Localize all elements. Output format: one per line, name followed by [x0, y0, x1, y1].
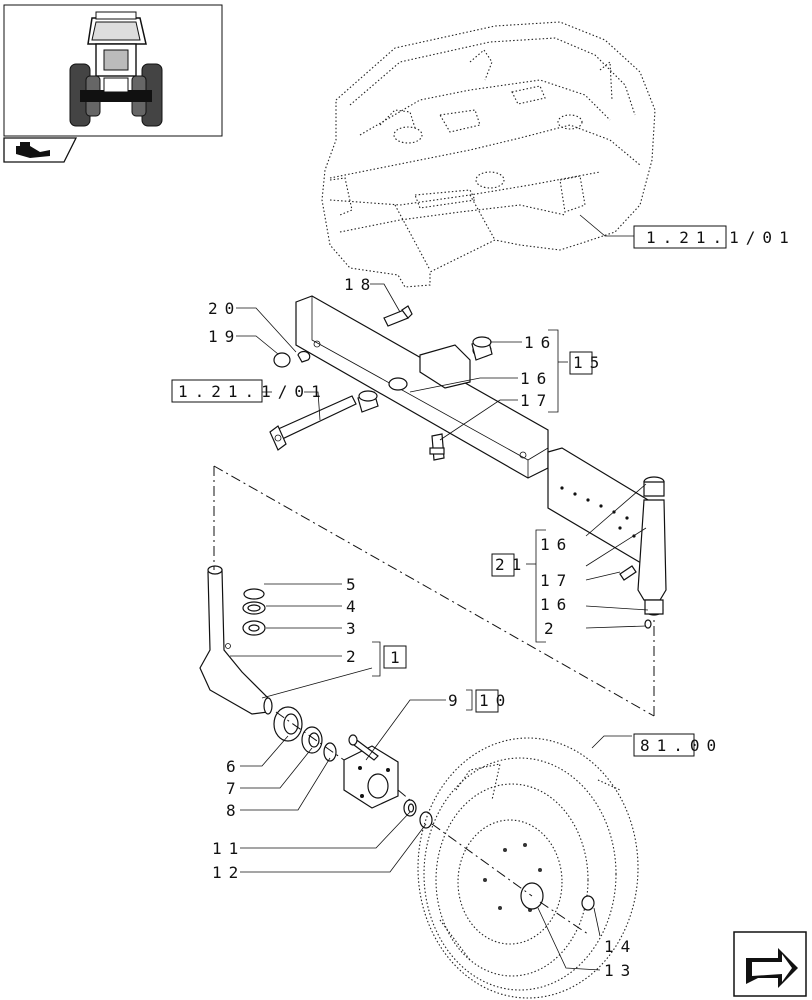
- grease-nipple-17-a[interactable]: [429, 433, 445, 461]
- wheel-bolt-9[interactable]: [348, 734, 379, 761]
- assembly-centerlines: [213, 465, 655, 935]
- callout-7: 7: [226, 779, 243, 798]
- group-10-label: 10: [479, 691, 512, 710]
- front-wheel: [417, 737, 639, 999]
- callout-14: 14: [604, 937, 637, 956]
- callout-20: 20: [208, 299, 241, 318]
- group-1-label: 1: [390, 648, 407, 667]
- bushing-16-b[interactable]: [357, 390, 379, 413]
- callout-19: 19: [208, 327, 241, 346]
- leader-lines: [230, 283, 649, 971]
- callout-2-a: 2: [544, 619, 561, 638]
- callout-2-b: 2: [346, 647, 363, 666]
- front-support-frame: [321, 21, 656, 288]
- bearing-11[interactable]: [403, 799, 417, 817]
- valve-14[interactable]: [581, 895, 595, 911]
- callout-9: 9: [448, 691, 465, 710]
- callout-17-b: 17: [540, 571, 573, 590]
- group-10-box[interactable]: 10: [475, 689, 512, 713]
- callout-11: 11: [212, 839, 245, 858]
- axle-pivot-pin[interactable]: [269, 395, 357, 451]
- tractor-thumbnail[interactable]: [3, 4, 223, 137]
- callout-12: 12: [212, 863, 245, 882]
- callout-16-c: 16: [540, 535, 573, 554]
- bearing-7[interactable]: [301, 726, 323, 754]
- frame-ref-box[interactable]: 1.21.1/01: [633, 225, 796, 249]
- wheel-ref-label: 81.00: [640, 736, 723, 755]
- callout-16-a: 16: [524, 333, 557, 352]
- group-1-box[interactable]: 1: [383, 645, 407, 669]
- callout-17-a: 17: [520, 391, 553, 410]
- axle-pin-ref-label: 1.21.1/01: [178, 382, 328, 401]
- callout-3: 3: [346, 619, 363, 638]
- wheel-hub[interactable]: [343, 745, 399, 809]
- section-tab-icon: [16, 142, 50, 158]
- circlip-20[interactable]: [297, 350, 311, 363]
- callout-labels: 18 20 19 16 16 17 16 17 16 2 5 4 3 2 9 6…: [208, 275, 637, 980]
- callout-8: 8: [226, 801, 243, 820]
- bushing-16-a[interactable]: [471, 336, 493, 361]
- callout-6: 6: [226, 757, 243, 776]
- grease-nipple-17-b[interactable]: [619, 565, 637, 581]
- axle-pin-ref-box[interactable]: 1.21.1/01: [171, 379, 328, 403]
- front-axle-beam: [295, 295, 659, 567]
- next-page-arrow-icon: [746, 948, 798, 988]
- tractor-front-view-icon: [69, 11, 163, 127]
- group-brackets: [372, 329, 568, 711]
- steering-knuckle-left: [199, 565, 273, 715]
- callout-5: 5: [346, 575, 363, 594]
- group-21-label: 21: [495, 555, 528, 574]
- thrust-washers[interactable]: [242, 588, 266, 636]
- group-15-box[interactable]: 15: [569, 351, 606, 375]
- callout-13: 13: [604, 961, 637, 980]
- callout-16-b: 16: [520, 369, 553, 388]
- callout-18: 18: [344, 275, 377, 294]
- group-15-label: 15: [573, 353, 606, 372]
- wheel-ref-box[interactable]: 81.00: [633, 733, 723, 757]
- bushing-19[interactable]: [273, 352, 291, 368]
- frame-leader: [579, 214, 635, 237]
- seal-6[interactable]: [273, 706, 303, 742]
- grease-nipple-18[interactable]: [383, 305, 413, 327]
- callout-16-d: 16: [540, 595, 573, 614]
- next-page-button[interactable]: [733, 931, 807, 997]
- group-21-box[interactable]: 21: [491, 553, 528, 577]
- frame-ref-label: 1.21.1/01: [646, 228, 796, 247]
- section-tab[interactable]: [3, 137, 78, 163]
- callout-4: 4: [346, 597, 363, 616]
